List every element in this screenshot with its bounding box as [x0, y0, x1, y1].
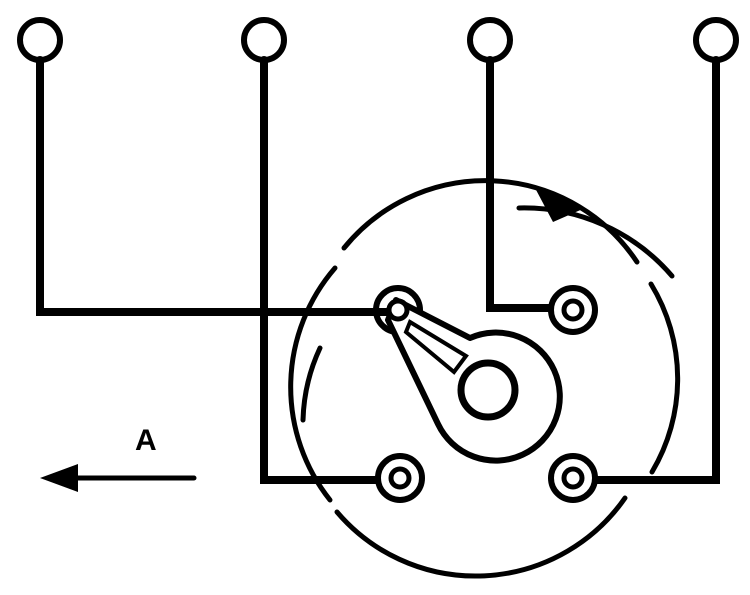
top-terminals	[17, 17, 739, 63]
contact-bottom-left	[375, 453, 425, 503]
contact-bottom-right	[548, 453, 598, 503]
top-terminal-3	[467, 17, 513, 63]
rotation-arrow-arc	[516, 205, 675, 279]
top-terminal-4	[693, 17, 739, 63]
housing-arc-upper-left	[300, 345, 323, 423]
housing-arc-right	[648, 281, 681, 475]
rotor-hub	[457, 359, 519, 421]
rotation-arrow-head	[534, 186, 585, 222]
wire-4	[574, 56, 720, 484]
wires	[36, 56, 720, 484]
rotor-arm-inner	[403, 319, 469, 375]
wire-3	[486, 56, 569, 312]
wire-2	[260, 56, 392, 484]
rotor-arm	[385, 297, 563, 464]
contact-top-right	[548, 285, 598, 335]
top-terminal-2	[241, 17, 287, 63]
housing-arc-bottom	[334, 495, 628, 579]
housing-arc-left	[288, 265, 338, 503]
top-terminal-1	[17, 17, 63, 63]
direction-indicator: A	[40, 424, 197, 492]
rotor-pivot	[386, 298, 410, 322]
direction-arrow-head	[40, 464, 78, 492]
direction-label: A	[135, 424, 157, 457]
rotation-arrow	[516, 186, 675, 279]
